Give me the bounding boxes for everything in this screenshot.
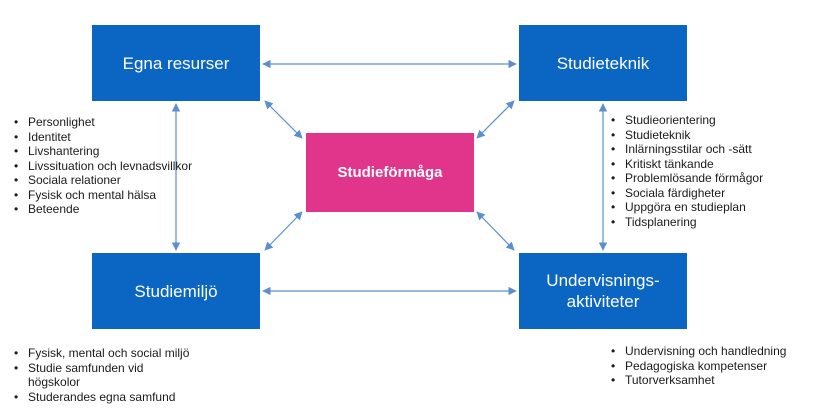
- box-studieteknik: Studieteknik: [519, 25, 687, 101]
- arrow-diag-bottom-right: [476, 211, 515, 251]
- list-item: Tidsplanering: [611, 215, 811, 230]
- box-studiemiljo-label: Studiemiljö: [134, 281, 218, 301]
- arrow-diag-top-left: [264, 100, 303, 139]
- list-item: Identitet: [14, 130, 244, 145]
- list-item: Studerandes egna samfund: [14, 390, 214, 405]
- list-item: Livshantering: [14, 144, 244, 159]
- list-item: Studieteknik: [611, 128, 811, 143]
- box-undervisningsaktiviteter: Undervisnings- aktiviteter: [519, 253, 687, 329]
- list-studiemiljo: Fysisk, mental och social miljö Studie s…: [14, 346, 214, 404]
- list-item: Fysisk och mental hälsa: [14, 188, 244, 203]
- box-studieformaga: Studieförmåga: [306, 133, 474, 212]
- list-undervisningsaktiviteter: Undervisning och handledning Pedagogiska…: [611, 344, 811, 388]
- list-item: Sociala färdigheter: [611, 186, 811, 201]
- box-studieteknik-label: Studieteknik: [556, 53, 650, 73]
- list-item: Undervisning och handledning: [611, 344, 811, 359]
- list-studieteknik: Studieorientering Studieteknik Inlärning…: [611, 113, 811, 229]
- list-item: Uppgöra en studieplan: [611, 200, 811, 215]
- list-item: Tutorverksamhet: [611, 373, 811, 388]
- box-undervisningsaktiviteter-label: Undervisnings- aktiviteter: [546, 271, 660, 311]
- list-item: Problemlösande förmågor: [611, 171, 811, 186]
- list-item: Inlärningsstilar och -sätt: [611, 142, 811, 157]
- arrow-diag-top-right: [476, 100, 515, 139]
- list-item: Personlighet: [14, 115, 244, 130]
- list-item: Livssituation och levnadsvillkor: [14, 159, 244, 174]
- arrow-diag-bottom-left: [264, 211, 303, 251]
- list-egna-resurser: Personlighet Identitet Livshantering Liv…: [14, 115, 244, 217]
- list-item: Beteende: [14, 202, 244, 217]
- list-item: Studie samfunden vid högskolor: [14, 361, 148, 390]
- box-studiemiljo: Studiemiljö: [92, 253, 260, 329]
- list-item: Sociala relationer: [14, 173, 244, 188]
- list-item: Studieorientering: [611, 113, 811, 128]
- box-egna-resurser: Egna resurser: [92, 25, 260, 101]
- box-egna-resurser-label: Egna resurser: [122, 53, 230, 73]
- box-studieformaga-label: Studieförmåga: [337, 164, 443, 181]
- list-item: Kritiskt tänkande: [611, 157, 811, 172]
- list-item: Pedagogiska kompetenser: [611, 359, 811, 374]
- list-item: Fysisk, mental och social miljö: [14, 346, 214, 361]
